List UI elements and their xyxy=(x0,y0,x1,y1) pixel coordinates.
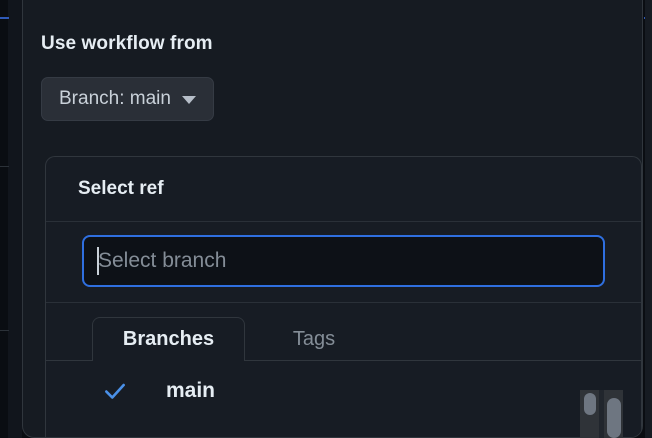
select-ref-title: Select ref xyxy=(78,178,164,199)
panel-divider-header xyxy=(46,221,641,222)
page-divider-upper xyxy=(0,166,9,167)
branch-select-button-label: Branch: main xyxy=(59,88,171,109)
page-divider-lower xyxy=(0,330,9,331)
page-left-strip xyxy=(8,0,22,438)
tab-tags[interactable]: Tags xyxy=(292,327,336,350)
inner-scrollbar-thumb[interactable] xyxy=(584,393,596,415)
select-branch-search-wrap xyxy=(82,235,605,287)
run-workflow-dialog: Use workflow from Branch: main Select re… xyxy=(22,0,643,438)
list-item-label: main xyxy=(166,379,216,402)
tab-branches[interactable]: Branches xyxy=(92,317,245,361)
page-scrollbar-thumb[interactable] xyxy=(607,398,621,438)
chevron-down-icon xyxy=(181,96,196,104)
select-ref-panel: Select ref Branches Tags xyxy=(45,156,642,437)
check-icon xyxy=(105,383,125,399)
list-item[interactable]: main xyxy=(46,365,641,417)
select-branch-input[interactable] xyxy=(82,235,605,287)
branch-list: main xyxy=(46,361,641,437)
section-label-use-workflow-from: Use workflow from xyxy=(41,33,213,54)
scrollbar-gap xyxy=(599,390,604,438)
text-caret xyxy=(97,247,99,275)
page-right-sliver xyxy=(645,0,652,438)
ref-tabs: Branches Tags xyxy=(46,303,641,361)
panel-divider-search xyxy=(46,302,641,303)
dialog-body: Use workflow from Branch: main Select re… xyxy=(23,0,642,437)
tab-active-mask xyxy=(93,360,244,361)
tabs-underline xyxy=(46,360,641,361)
page-accent-line-left xyxy=(0,17,9,19)
branch-select-button[interactable]: Branch: main xyxy=(41,77,214,121)
